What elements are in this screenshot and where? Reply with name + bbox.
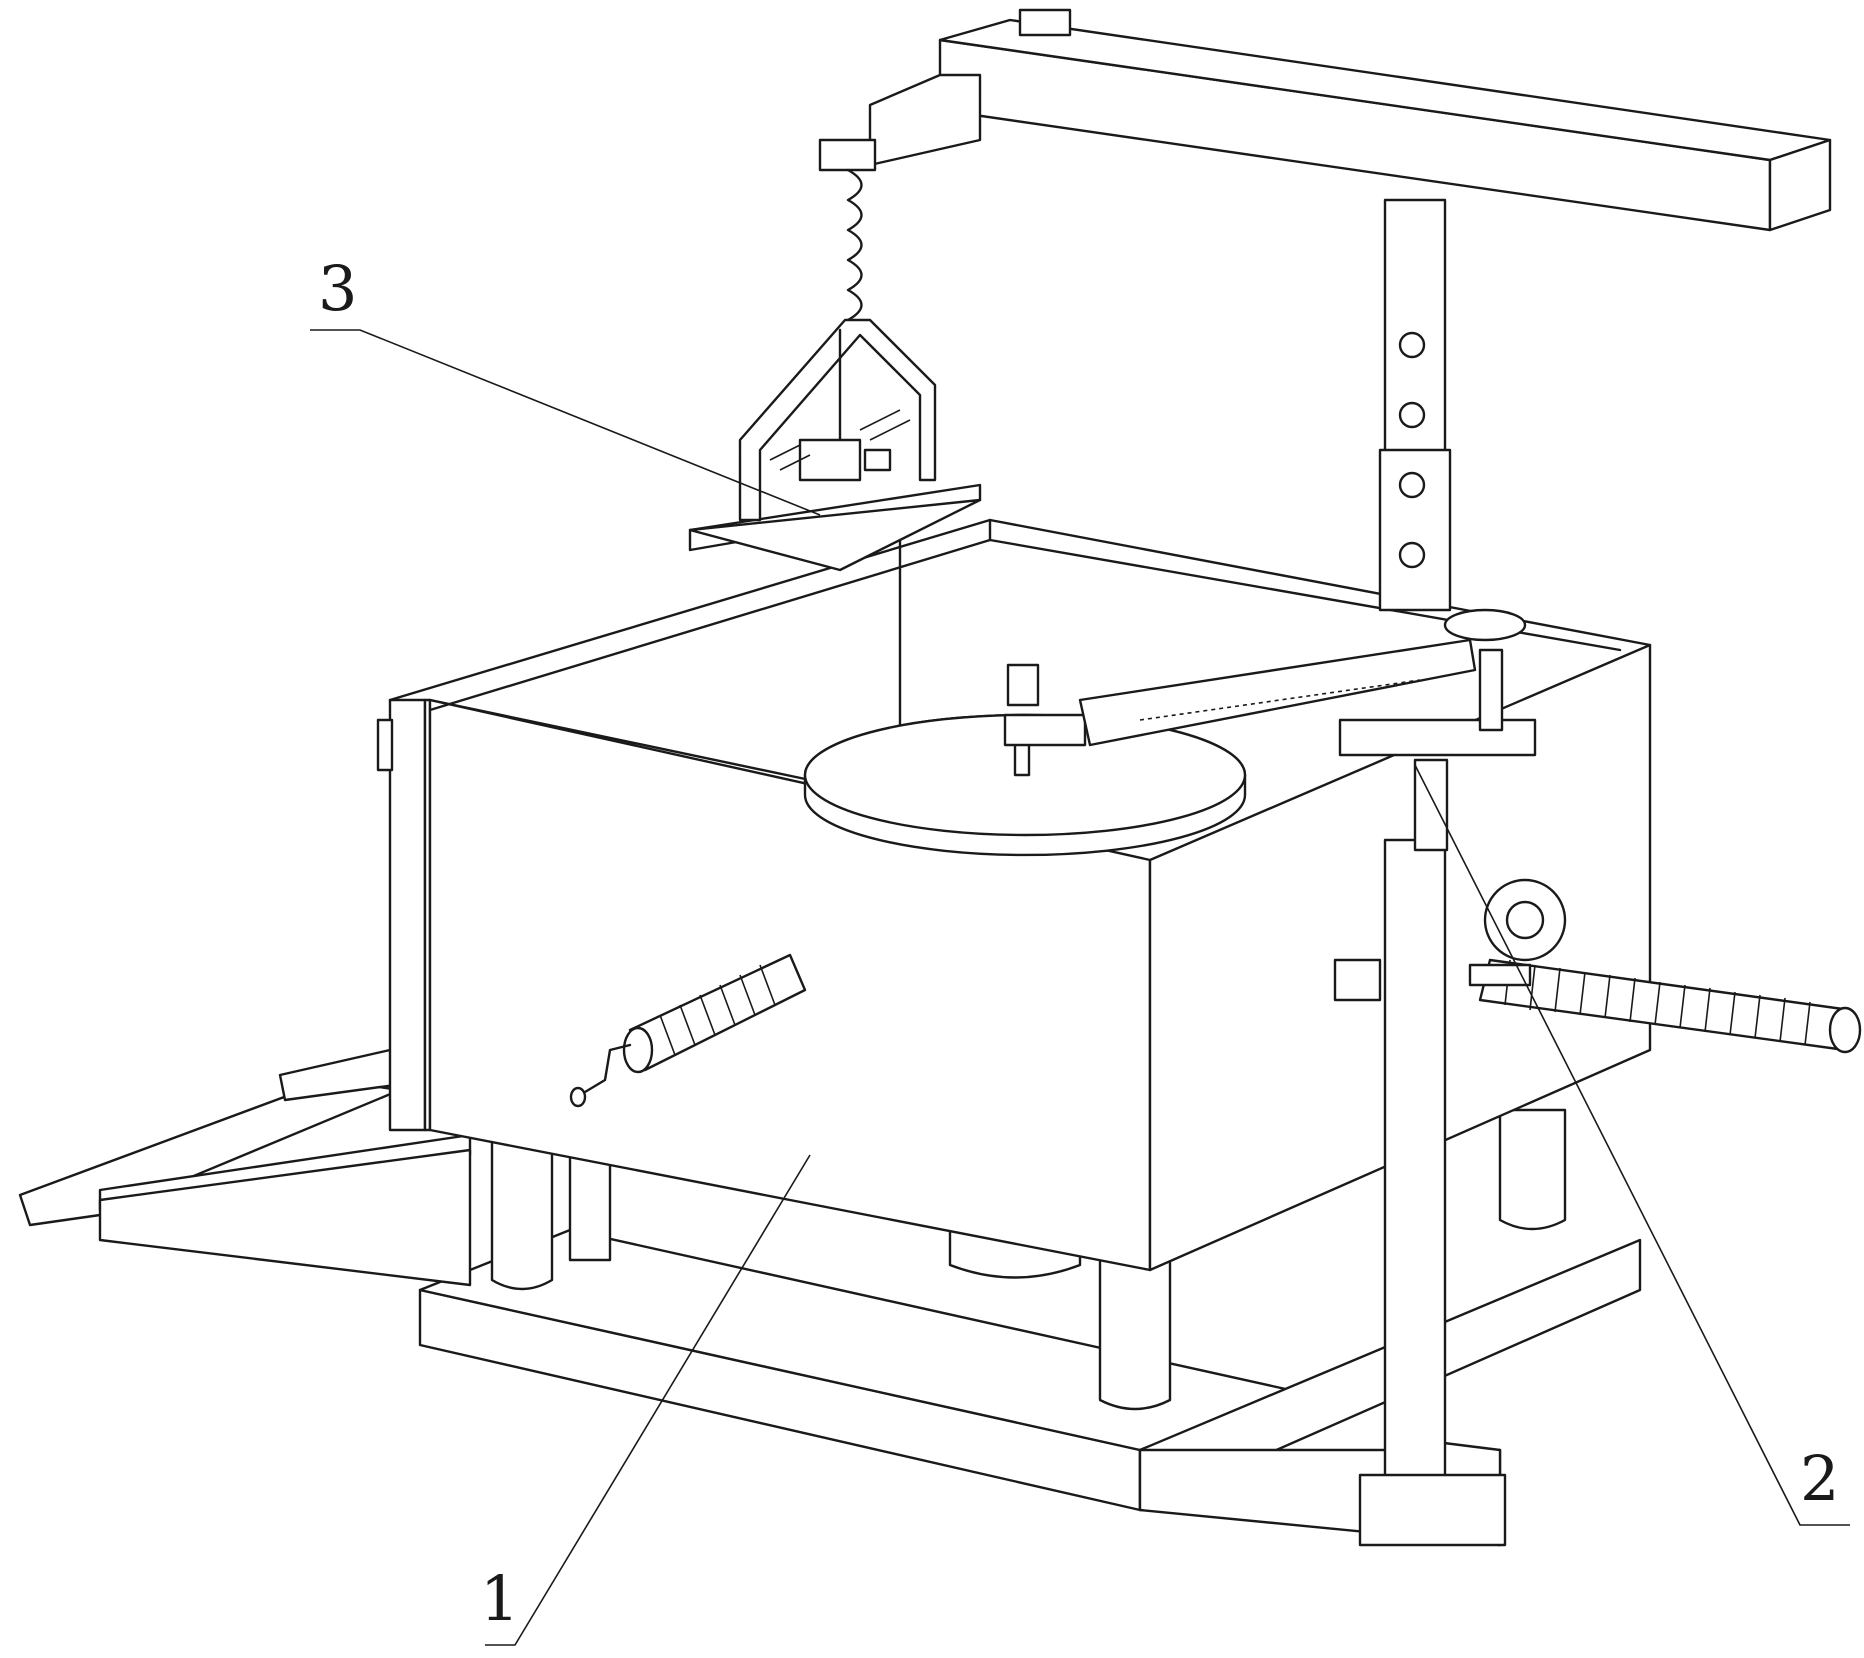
hanger-spring [846, 168, 863, 322]
clamp-assembly [688, 318, 982, 572]
left-ramp [18, 1048, 472, 1287]
threaded-rod-right [1468, 958, 1862, 1054]
turntable-disc [803, 663, 1247, 857]
support-columns [490, 1108, 1567, 1411]
callout-1: 1 [480, 1562, 519, 1635]
callout-3: 3 [318, 252, 357, 325]
overhead-beam [818, 8, 1832, 232]
vertical-post [1378, 198, 1452, 612]
crank-handle [569, 953, 807, 1108]
leader-lines [310, 329, 1850, 1646]
swing-arm [1078, 608, 1537, 757]
right-column [1333, 758, 1567, 1547]
callout-2: 2 [1800, 1442, 1839, 1515]
